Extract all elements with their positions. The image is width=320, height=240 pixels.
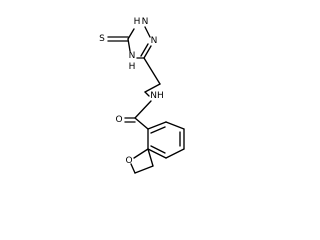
bond-c3-ch2 <box>143 57 161 85</box>
atom-label-n4: N <box>129 51 136 61</box>
atom-label-n1-h: H <box>134 17 141 27</box>
bond-n2-c3-double-b <box>140 43 149 57</box>
bond-ar4 <box>165 148 185 159</box>
bond-c5-n1 <box>127 28 135 40</box>
atom-label-n2: N <box>151 36 158 46</box>
bond-c7a-o <box>133 148 149 159</box>
bond-n1-n2 <box>144 26 151 38</box>
atom-label-s: S <box>99 34 105 44</box>
atom-label-nh: NH <box>150 91 164 101</box>
bond-ch2-c3a <box>147 148 154 167</box>
bond-co-ring <box>134 117 149 130</box>
atom-label-carbonyl-o: O <box>115 115 122 125</box>
bond-n4-c5 <box>127 38 131 52</box>
bond-ar5-inner <box>150 145 166 154</box>
atom-label-n4-h: H <box>129 62 136 72</box>
bond-ch2-ch2-ring <box>134 165 154 174</box>
bond-nh-co <box>134 100 152 119</box>
molecule-structure: S N H N N H NH O O <box>99 17 185 174</box>
bond-ar1 <box>147 121 167 130</box>
atom-labels: S N H N N H NH O O <box>99 17 164 166</box>
bond-ar5 <box>147 148 167 159</box>
bond-n2-c3-double-a <box>143 45 152 59</box>
bond-ar2 <box>165 121 185 130</box>
structure-canvas: S N H N N H NH O O <box>99 17 185 174</box>
bond-ch2-ch2 <box>144 83 161 93</box>
atom-label-ring-o: O <box>125 156 132 166</box>
bond-ar1-inner <box>150 126 166 134</box>
atom-label-n1: N <box>142 17 149 27</box>
bonds <box>107 26 185 174</box>
bond-o-ch2 <box>130 163 136 174</box>
bond-ch2-nh <box>144 91 150 97</box>
